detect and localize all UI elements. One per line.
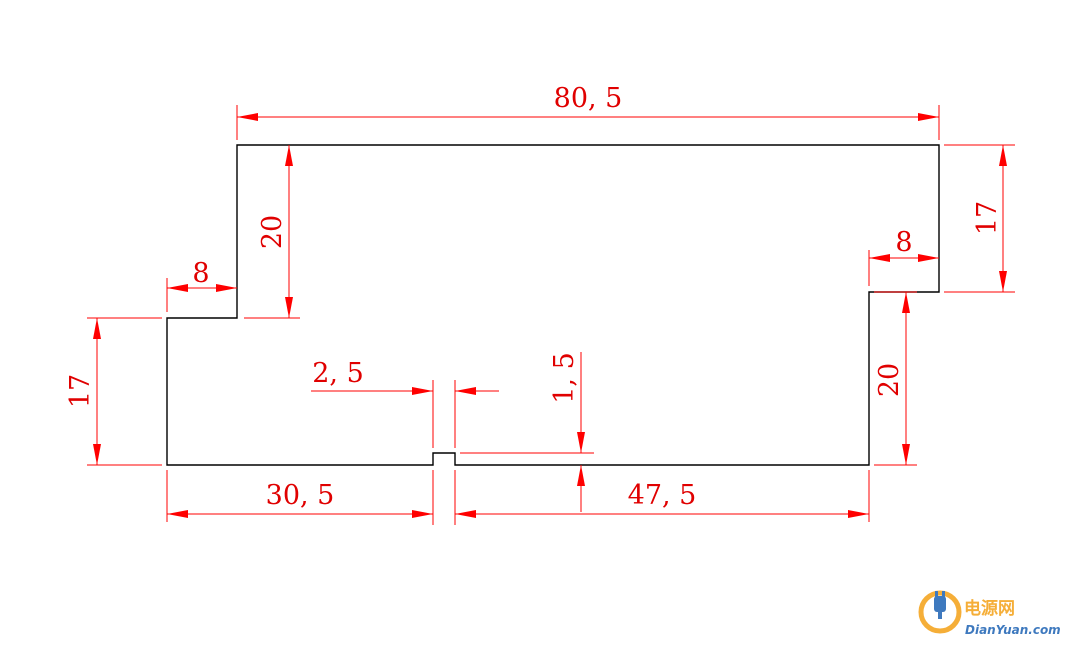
dim-left-step-width: 8 (166, 258, 237, 312)
dianyuan-logo: 电源网 DianYuan.com (918, 590, 1061, 637)
dim-left-upper-height: 20 (244, 145, 300, 319)
logo-name-cn: 电源网 (964, 598, 1015, 619)
dim-overall-width: 80, 5 (236, 83, 940, 140)
dim-text-bottom-right-length: 47, 5 (628, 480, 697, 511)
dim-text-left-upper-height: 20 (257, 215, 288, 249)
dim-text-notch-width: 2, 5 (312, 358, 364, 389)
dim-right-upper-height: 17 (944, 144, 1015, 293)
dim-bottom-right-length: 47, 5 (454, 470, 870, 525)
dim-right-lower-height: 20 (874, 291, 917, 466)
dim-text-overall-width: 80, 5 (554, 83, 623, 114)
dim-bottom-left-length: 30, 5 (166, 470, 434, 525)
dim-text-left-lower-height: 17 (65, 374, 96, 408)
dim-text-right-upper-height: 17 (972, 201, 1003, 235)
logo-site: DianYuan.com (965, 623, 1061, 637)
dim-text-notch-depth: 1, 5 (549, 352, 580, 404)
dim-text-left-step-width: 8 (192, 258, 209, 289)
part-outline (166, 144, 940, 466)
plug-icon (918, 590, 962, 634)
dim-notch-depth: 1, 5 (460, 352, 594, 512)
dim-text-bottom-left-length: 30, 5 (266, 480, 335, 511)
dim-left-lower-height: 17 (65, 317, 162, 466)
dim-notch-width: 2, 5 (311, 358, 499, 448)
dim-text-right-lower-height: 20 (874, 363, 905, 397)
dim-right-step-width: 8 (868, 227, 939, 286)
dim-text-right-step-width: 8 (895, 227, 912, 258)
